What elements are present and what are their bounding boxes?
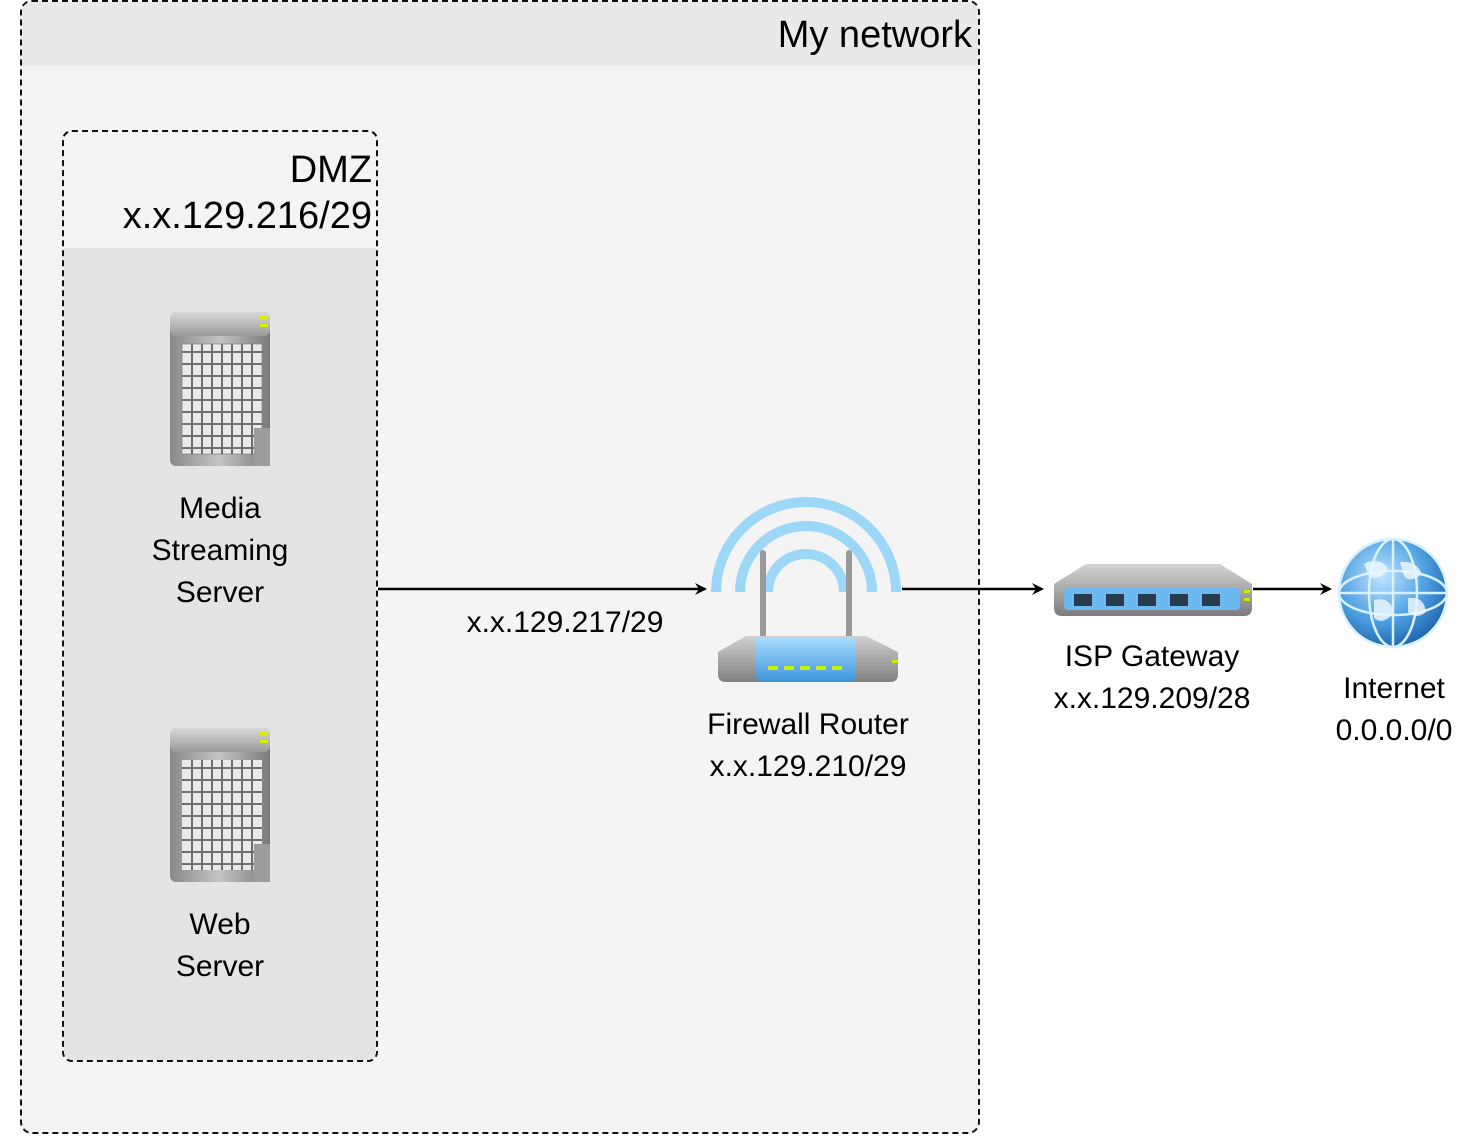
gateway-name: ISP Gateway	[1064, 640, 1240, 673]
web-server-icon[interactable]	[168, 724, 272, 884]
dmz-link-address: x.x.129.217/29	[466, 606, 664, 639]
media-server-label-line1: Media	[179, 492, 261, 525]
internet-name: Internet	[1343, 672, 1445, 705]
router-label: Firewall Router x.x.129.210/29	[668, 704, 948, 788]
media-server-icon[interactable]	[168, 308, 272, 468]
network-title: My network	[777, 14, 972, 56]
internet-label: Internet 0.0.0.0/0	[1306, 668, 1480, 752]
network-header	[22, 2, 978, 66]
web-server-label-line2: Server	[175, 950, 265, 983]
isp-gateway-icon[interactable]	[1050, 560, 1256, 620]
internet-address: 0.0.0.0/0	[1335, 714, 1453, 747]
gateway-address: x.x.129.209/28	[1053, 682, 1251, 715]
media-server-label-line2: Streaming	[151, 534, 289, 567]
media-server-label-line3: Server	[175, 576, 265, 609]
media-server-label: Media Streaming Server	[120, 488, 320, 614]
web-server-label: Web Server	[120, 904, 320, 988]
internet-globe-icon[interactable]	[1334, 534, 1452, 652]
router-name: Firewall Router	[707, 708, 909, 741]
dmz-label: DMZ	[289, 149, 372, 191]
firewall-router-icon[interactable]	[706, 490, 906, 690]
gateway-label: ISP Gateway x.x.129.209/28	[1022, 636, 1282, 720]
dmz-title: DMZ x.x.129.216/29	[123, 148, 372, 239]
dmz-container: DMZ x.x.129.216/29	[62, 130, 378, 1062]
router-address: x.x.129.210/29	[709, 750, 907, 783]
dmz-subnet: x.x.129.216/29	[122, 194, 372, 237]
web-server-label-line1: Web	[189, 908, 251, 941]
